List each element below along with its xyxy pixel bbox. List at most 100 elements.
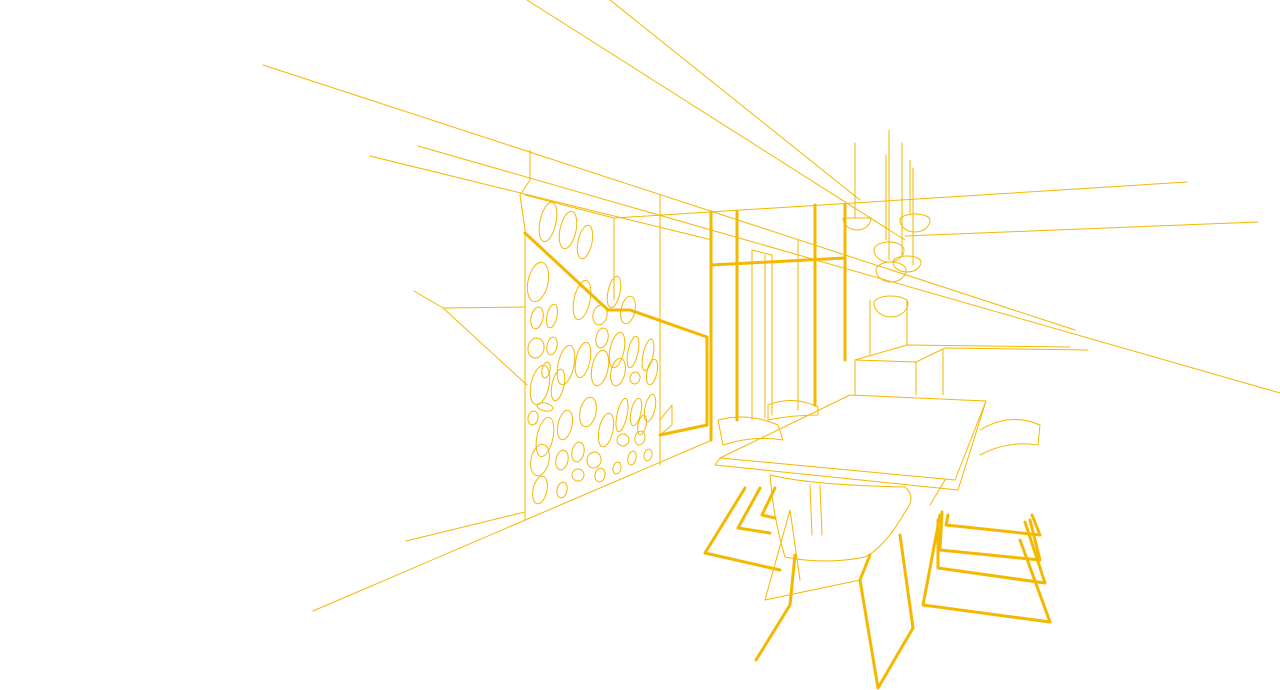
panel-perforation [535, 416, 555, 458]
sketch-stroke [523, 231, 709, 437]
panel-perforation [556, 481, 568, 499]
sketch-stroke [659, 404, 673, 436]
panel-perforation [530, 306, 544, 330]
panel-perforation [536, 402, 554, 412]
sketch-stroke [904, 221, 1259, 237]
sketch-stroke [369, 155, 713, 241]
panel-perforation [645, 358, 659, 386]
sketch-stroke [709, 256, 847, 267]
panel-perforation [637, 414, 647, 436]
panel-perforation [556, 409, 574, 441]
sketch-stroke [703, 486, 782, 572]
stair-railing [523, 231, 709, 437]
panel-perforation [579, 396, 597, 428]
sketch-stroke [519, 149, 531, 521]
panel-perforation [608, 331, 626, 369]
panel-perforation [571, 468, 585, 482]
panel-perforation [572, 279, 592, 321]
panel-perforation [627, 450, 637, 466]
sketch-stroke [938, 510, 1042, 562]
panel-perforation [643, 393, 657, 423]
panel-perforation [606, 275, 622, 309]
panel-perforation [526, 261, 550, 303]
dining-table [714, 394, 987, 506]
sketch-stroke [873, 295, 909, 318]
sketch-stroke [413, 290, 528, 386]
sketch-stroke [892, 255, 922, 273]
sketch-stroke [714, 457, 721, 466]
sketch-stroke [854, 347, 1089, 363]
panel-perforation [641, 338, 655, 372]
sketch-stroke [809, 484, 813, 536]
sketch-stroke [717, 400, 1041, 601]
sketch-stroke [526, 201, 659, 505]
sketch-stroke [760, 486, 777, 520]
panel-perforation [629, 397, 643, 427]
panel-perforation [538, 201, 558, 243]
panel-perforation [527, 410, 539, 426]
sketch-stroke [854, 344, 1071, 361]
sketch-stroke [929, 479, 946, 506]
panel-perforation [597, 412, 615, 448]
panel-perforation [556, 344, 576, 386]
sketch-stroke [703, 486, 1052, 690]
perforated-wall-panel [519, 149, 661, 521]
panel-perforation [616, 433, 630, 447]
panel-perforation [626, 335, 640, 369]
sketch-stroke [979, 419, 1041, 456]
sketch-stroke [709, 203, 847, 442]
kitchen-counter [854, 299, 1089, 396]
panel-perforation [576, 224, 594, 260]
panel-perforation [594, 467, 606, 483]
sketch-stroke [659, 239, 799, 436]
sketch-stroke [714, 400, 987, 491]
panel-perforation [530, 443, 550, 477]
panel-perforation [532, 475, 548, 505]
sketch-stroke [754, 553, 797, 662]
sketch-stroke [936, 518, 1047, 585]
sketch-stroke [524, 194, 615, 301]
panel-perforation [574, 341, 592, 379]
panel-perforation [629, 371, 641, 385]
sketch-stroke [751, 249, 773, 421]
panel-perforation [610, 357, 626, 387]
sketch-stroke [736, 486, 772, 535]
sketch-stroke [873, 241, 905, 263]
pendant-lamps [842, 129, 931, 318]
panel-perforation [615, 397, 629, 433]
sketch-stroke [944, 513, 1042, 537]
sketch-stroke [858, 533, 915, 690]
sketch-stroke [719, 394, 987, 481]
sketch-stroke [614, 181, 1188, 219]
panel-perforation [550, 368, 566, 402]
panel-perforation [571, 441, 585, 463]
panel-perforation [643, 448, 653, 462]
sketch-stroke [717, 416, 784, 446]
panel-perforation [595, 327, 609, 349]
sketch-stroke [842, 217, 872, 231]
sketch-stroke [312, 439, 713, 612]
sketch-stroke [769, 474, 912, 562]
sketch-stroke [405, 511, 526, 542]
panel-perforation [546, 303, 558, 329]
panel-perforation [634, 430, 646, 446]
panel-perforation [527, 337, 545, 359]
panel-perforation [558, 210, 578, 250]
panel-perforation [529, 364, 551, 406]
sketch-stroke [899, 213, 931, 233]
sketch-stroke [819, 484, 823, 536]
sketch-stroke [417, 145, 1280, 394]
sketch-stroke [442, 306, 526, 309]
panel-perforation [555, 449, 569, 471]
panel-perforation [541, 361, 551, 379]
chairs [703, 400, 1052, 690]
sketch-stroke [764, 579, 861, 601]
wall-frames [659, 203, 847, 442]
panel-perforation [546, 336, 558, 356]
sketch-stroke [609, 0, 861, 201]
sketch-stroke [262, 64, 1076, 331]
panel-perforation [612, 461, 622, 475]
panel-perforation [586, 451, 602, 469]
sketch-stroke [767, 400, 819, 421]
